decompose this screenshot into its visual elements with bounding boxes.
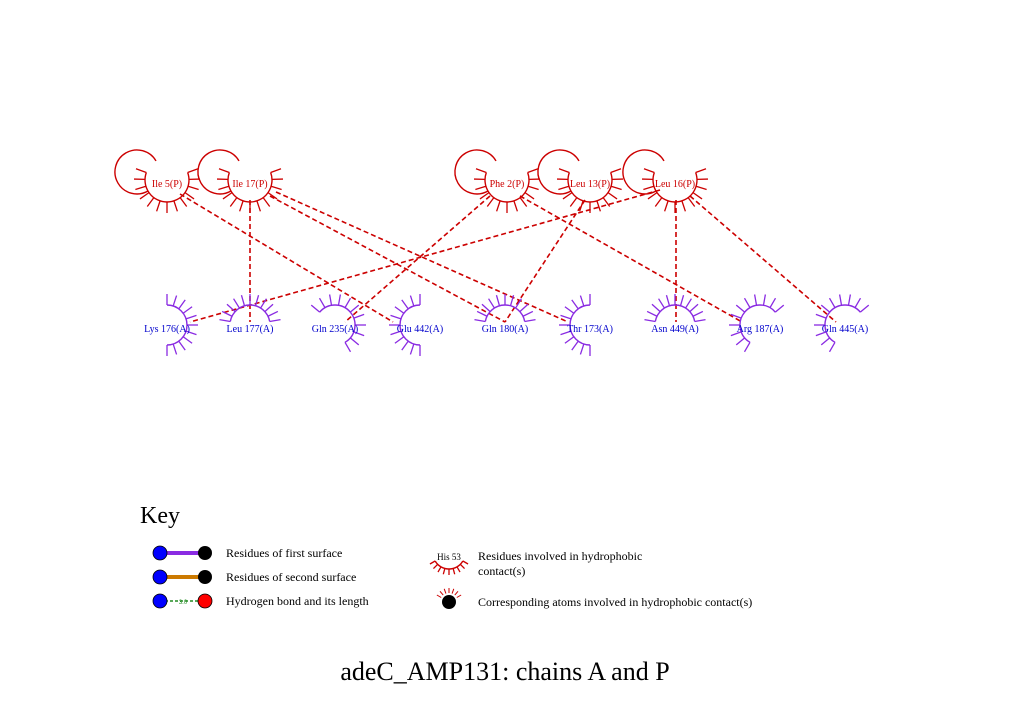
residue-leu-16-p-arc: [641, 168, 709, 213]
residue-ile-17-p-arc: [216, 168, 284, 213]
contact-line-ile-17-p-thr-173-a: [275, 191, 569, 323]
key-title: Key: [140, 503, 180, 529]
example-residue-label: His 53: [437, 552, 461, 562]
key-second-surface-label: Residues of second surface: [226, 570, 356, 584]
hydrophobic-atom-icon: [442, 595, 456, 609]
residue-lys-176-a: Lys 176(A): [144, 294, 198, 356]
residue-gln-235-a: Gln 235(A): [310, 294, 366, 353]
residue-leu-177-a-arc: [219, 294, 281, 323]
key-second-surface: Residues of second surface: [152, 569, 356, 585]
residue-ile-5-p-arc: [133, 168, 201, 213]
residue-asn-449-a: Asn 449(A): [644, 294, 706, 335]
residue-phe-2-p-arc-core: [454, 149, 497, 195]
contact-line-phe-2-p-gln-235-a: [344, 195, 491, 323]
residue-gln-445-a: Gln 445(A): [814, 294, 870, 353]
contact-line-ile-5-p-glu-442-a: [179, 193, 394, 323]
residue-gln-445-a-label: Gln 445(A): [822, 324, 868, 335]
key-first-surface: Residues of first surface: [152, 545, 342, 561]
residue-ile-17-p-arc-core: [197, 149, 240, 195]
residue-gln-180-a-arc: [474, 294, 536, 323]
residue-lys-176-a-arc: [166, 294, 198, 356]
residue-ile-5-p: Ile 5(P): [114, 149, 201, 213]
residue-glu-442-a-arc: [389, 294, 421, 356]
blue-atom-icon: [152, 569, 168, 585]
residue-glu-442-a: Glu 442(A): [389, 294, 443, 356]
contact-line-phe-2-p-arg-187-a: [519, 195, 743, 323]
contact-line-leu-13-p-gln-180-a: [504, 199, 586, 323]
contact-line-ile-17-p-gln-180-a: [269, 195, 506, 323]
residue-asn-449-a-arc: [644, 294, 706, 323]
chain-a-residues: Lys 176(A) Leu 177(A) Gln 235(A) Glu 442(A)…: [144, 294, 870, 356]
key-hydrophobic-residue: His 53 Residues involved in hydrophobic …: [429, 549, 642, 578]
residue-leu-13-p-label: Leu 13(P): [570, 179, 610, 190]
blue-atom-icon: [152, 545, 168, 561]
residue-leu-16-p-label: Leu 16(P): [655, 179, 695, 190]
residue-ile-17-p-label: Ile 17(P): [232, 179, 267, 190]
residue-phe-2-p-arc: [473, 168, 541, 213]
residue-leu-16-p-arc-core: [622, 149, 665, 195]
residue-leu-16-p: Leu 16(P): [622, 149, 709, 213]
residue-ile-17-p: Ile 17(P): [197, 149, 284, 213]
residue-gln-180-a-label: Gln 180(A): [482, 324, 528, 335]
key-hydrophobic-arc: [429, 560, 469, 575]
residue-thr-173-a-label: Thr 173(A): [567, 324, 613, 335]
residue-leu-177-a-label: Leu 177(A): [227, 324, 274, 335]
contact-lines: [179, 189, 837, 323]
residue-arg-187-a-label: Arg 187(A): [737, 324, 784, 335]
hydrophobic-arc-icon: [429, 560, 469, 575]
residue-ile-5-p-arc-core: [114, 149, 157, 195]
key-hydrophobic-atoms-label: Corresponding atoms involved in hydropho…: [478, 595, 752, 609]
residue-leu-13-p-arc: [556, 168, 624, 213]
key-hydrophobic-label: Residues involved in hydrophobic: [478, 549, 642, 563]
diagram-title: adeC_AMP131: chains A and P: [340, 657, 669, 686]
residue-leu-13-p: Leu 13(P): [537, 149, 624, 213]
residue-thr-173-a-arc: [559, 294, 591, 356]
residue-glu-442-a-label: Glu 442(A): [397, 324, 443, 335]
chain-p-residues: Ile 5(P) Ile 17(P) Phe 2(P) Leu 13(P) Leu 16…: [114, 149, 709, 213]
residue-gln-235-a-label: Gln 235(A): [312, 324, 358, 335]
black-atom-icon: [198, 546, 212, 560]
residue-phe-2-p-label: Phe 2(P): [490, 179, 525, 190]
residue-leu-177-a: Leu 177(A): [219, 294, 281, 335]
red-atom-icon: [197, 593, 213, 609]
residue-lys-176-a-label: Lys 176(A): [144, 324, 190, 335]
key-hydrophobic-atoms: Corresponding atoms involved in hydropho…: [436, 588, 752, 609]
residue-leu-13-p-arc-core: [537, 149, 580, 195]
residue-gln-180-a: Gln 180(A): [474, 294, 536, 335]
residue-thr-173-a: Thr 173(A): [559, 294, 613, 356]
contact-line-leu-16-p-gln-445-a: [689, 195, 837, 323]
hbond-length-label: 3.0: [179, 600, 188, 606]
residue-phe-2-p: Phe 2(P): [454, 149, 541, 213]
black-atom-icon: [198, 570, 212, 584]
key: Key Residues of first surface Residues o…: [140, 503, 752, 609]
residue-ile-5-p-label: Ile 5(P): [152, 179, 182, 190]
key-first-surface-label: Residues of first surface: [226, 546, 342, 560]
residue-asn-449-a-label: Asn 449(A): [651, 324, 699, 335]
residue-arg-187-a: Arg 187(A): [729, 294, 785, 353]
residue-gln-445-a-arc: [814, 294, 870, 353]
blue-atom-icon: [152, 593, 168, 609]
atom-spikes-icon: [436, 588, 462, 598]
key-hbond: 3.0 Hydrogen bond and its length: [152, 593, 369, 609]
residue-gln-235-a-arc: [310, 294, 366, 353]
key-hydrophobic-label-2: contact(s): [478, 564, 525, 578]
key-hbond-label: Hydrogen bond and its length: [226, 594, 369, 608]
residue-arg-187-a-arc: [729, 294, 785, 353]
contact-line-leu-16-p-lys-176-a: [189, 189, 661, 323]
